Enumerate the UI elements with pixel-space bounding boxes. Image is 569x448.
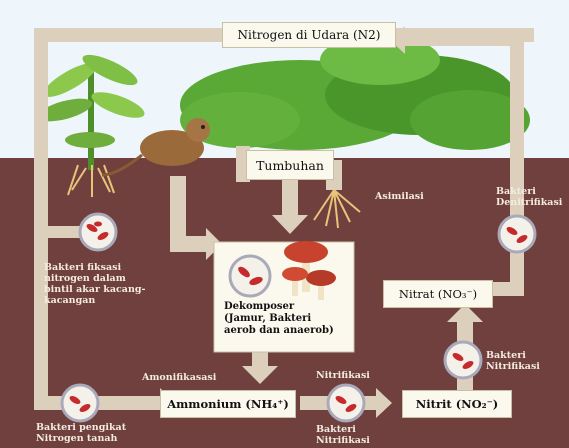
label-assimilation: Asimilasi <box>375 191 424 202</box>
bacteria-nitrifying-bottom-icon <box>328 385 364 421</box>
bacteria-soil-icon <box>62 385 98 421</box>
bacteria-decomposer-icon <box>230 256 270 296</box>
bacteria-fixation-icon <box>80 214 116 250</box>
node-decomposer-label: Dekomposer (Jamur, Bakteri aerob dan ana… <box>224 301 356 337</box>
label-nitrifying-bacteria-bottom: Bakteri Nitrifikasi <box>316 424 370 446</box>
node-nitrate: Nitrat (NO₃⁻) <box>383 280 493 308</box>
label-ammonification: Amonifikasasi <box>142 372 216 383</box>
label-fixation-bacteria: Bakteri fiksasi nitrogen dalam bintil ak… <box>44 262 145 306</box>
label-nitrification: Nitrifikasi <box>316 370 370 381</box>
label-nitrifying-bacteria-right: Bakteri Nitrifikasi <box>486 350 540 372</box>
node-plant: Tumbuhan <box>246 150 334 180</box>
node-nitrite: Nitrit (NO₂⁻) <box>402 390 512 418</box>
node-air-nitrogen: Nitrogen di Udara (N2) <box>222 22 396 48</box>
label-soil-fixing-bacteria: Bakteri pengikat Nitrogen tanah <box>36 422 126 444</box>
bacteria-nitrifying-right-icon <box>445 342 481 378</box>
bacteria-denitrifying-icon <box>499 216 535 252</box>
label-denitrifying-bacteria: Bakteri Denitrifikasi <box>496 186 562 208</box>
node-ammonium: Ammonium (NH₄⁺) <box>160 390 296 418</box>
